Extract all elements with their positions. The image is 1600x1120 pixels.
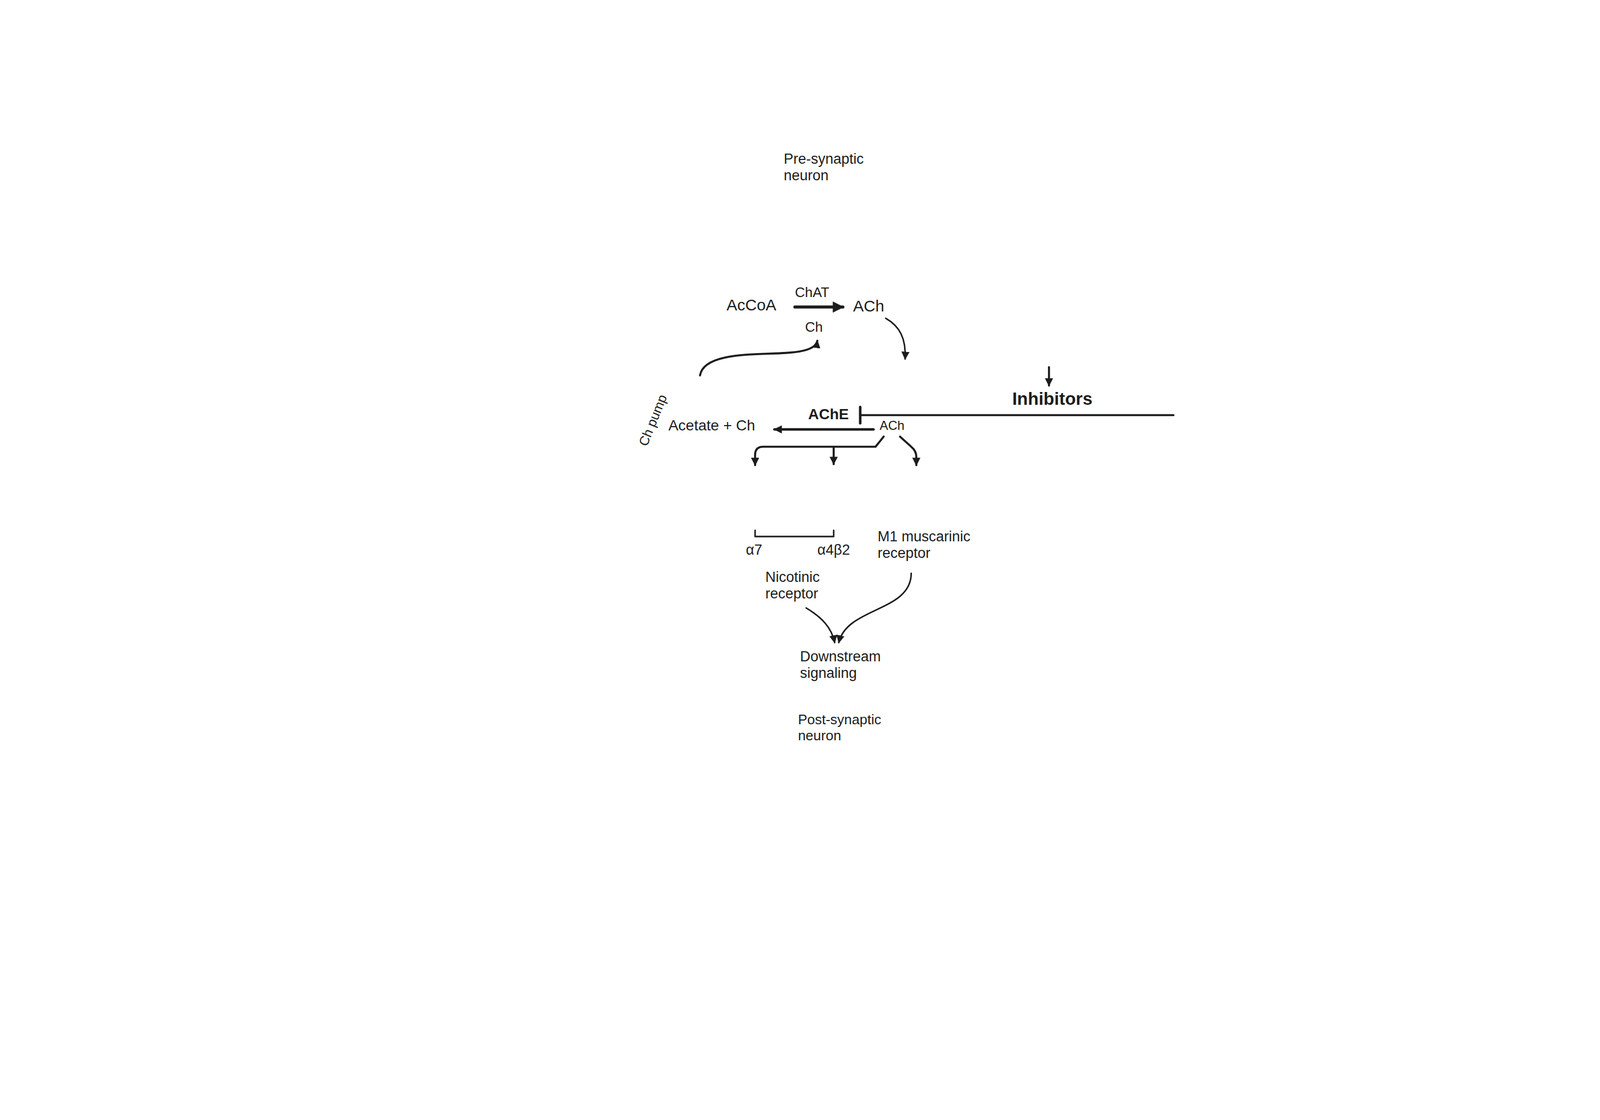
molecule-label: Ch [805, 319, 823, 336]
node-label: Post-synaptic neuron [797, 712, 899, 744]
sulcus [367, 612, 531, 674]
cerebellum-fold [1020, 813, 1408, 837]
node-label: α4β2 [808, 541, 860, 559]
node-label: M1 muscarinic receptor [877, 528, 995, 562]
sulcus [1173, 509, 1327, 582]
postsynaptic-neuron: Post-synaptic neuron α7 α4β2 M1 muscarinic … [627, 464, 1070, 760]
chat-arrow [794, 305, 843, 309]
sulcus [285, 509, 460, 572]
enzyme-label: AChE [808, 405, 849, 423]
group-label: Nicotinic receptor [765, 569, 842, 603]
nicotinic-bracket [755, 530, 834, 537]
sulcus [1122, 153, 1256, 255]
inhibitor-label: Inhibitors [1012, 388, 1093, 410]
node-label: α7 [735, 541, 773, 559]
sulcus [1071, 306, 1164, 363]
receptor-binding-site [746, 468, 764, 479]
ach-binding-arrow [900, 436, 917, 466]
sulcus [459, 204, 592, 286]
sulcus [1204, 306, 1358, 368]
signaling-arrow [838, 573, 912, 643]
sulci [285, 101, 1429, 746]
nicotinic-receptor: α4β2 [821, 464, 846, 534]
sulcus [1101, 626, 1255, 639]
molecule-label: AcCoA [726, 296, 776, 315]
receptor-stalk [913, 478, 919, 526]
nicotinic-receptor: α7 [742, 464, 768, 534]
inhibition-bar [858, 406, 862, 424]
molecule-label: ACh [852, 297, 884, 316]
cerebellum-fold [1030, 866, 1398, 890]
signaling-arrow [805, 608, 835, 643]
node-label: Ch pump [635, 392, 671, 449]
product-label: Acetate + Ch [668, 417, 756, 435]
pump-subunit [677, 368, 702, 403]
cerebellum [977, 721, 1445, 951]
sulcus [530, 733, 654, 746]
choline-pump: Ch pump [624, 362, 717, 456]
vesicle-arrow [885, 318, 906, 360]
nicotinic-receptor-outline [742, 464, 768, 534]
enzyme-label: ChAT [794, 284, 830, 301]
ach-binding-arrow [832, 446, 835, 465]
sulcus [948, 101, 1041, 214]
sulcus [306, 367, 429, 429]
muscarinic-receptor-outline [904, 464, 929, 528]
presynaptic-membrane [644, 114, 1013, 393]
receptor-binding-site [826, 467, 842, 481]
postsynaptic-membrane-inner [641, 490, 1056, 760]
inhibition-line [860, 414, 1174, 417]
postsynaptic-membrane [636, 485, 1062, 760]
choline-uptake-arrow [700, 340, 818, 376]
muscarinic-receptor: M1 muscarinic receptor [904, 464, 929, 528]
inhibitor-arrow [1048, 367, 1051, 386]
receptor-stalk [752, 476, 758, 531]
node-label: Pre-synaptic neuron [783, 150, 882, 184]
hydrolysis-arrow [774, 428, 874, 431]
frontal-shading [242, 312, 337, 715]
presynaptic-membrane-band [644, 114, 1013, 393]
receptor-binding-site [909, 467, 924, 479]
pathway-label: Downstream signaling [800, 648, 902, 682]
sulcus [428, 306, 572, 358]
receptor-stalk [830, 478, 837, 531]
ach-binding-arrow [755, 436, 884, 466]
cerebrum [234, 68, 1484, 819]
brainstem [888, 816, 1021, 1067]
sulcus [652, 112, 735, 184]
temporal-shading [581, 515, 1256, 730]
pump-subunit [686, 372, 710, 408]
presynaptic-neuron: Pre-synaptic neuron [632, 110, 1021, 404]
nicotinic-receptor-outline [821, 464, 846, 534]
molecule-label: ACh [879, 418, 905, 434]
sulcus [1275, 438, 1429, 510]
